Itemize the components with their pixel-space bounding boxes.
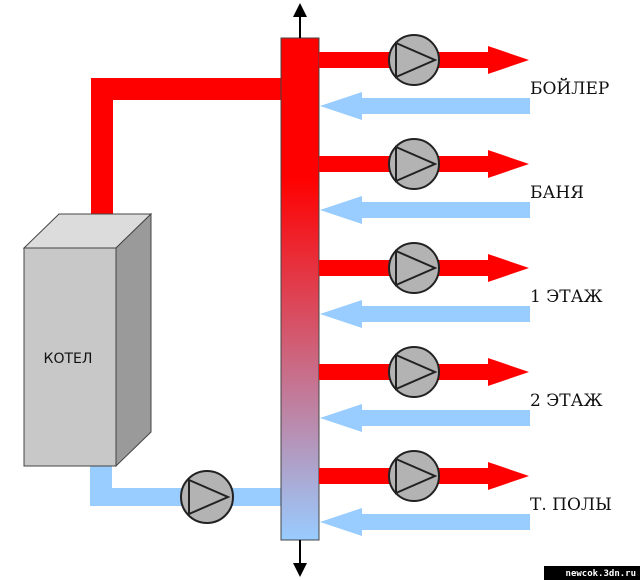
circuit-row: БАНЯ: [319, 138, 584, 224]
return-arrow: [320, 508, 530, 536]
return-arrow: [320, 404, 530, 432]
watermark-text: newcok.3dn.ru: [566, 569, 636, 579]
manifold: [280, 3, 320, 577]
circuit-row: Т. ПОЛЫ: [319, 450, 612, 536]
pump-arrow-icon: [188, 478, 231, 516]
return-arrow: [320, 300, 530, 328]
pump-arrow-icon: [395, 353, 438, 391]
supply-pipe: [91, 78, 281, 216]
boiler-label: КОТЕЛ: [44, 351, 93, 367]
circuit-label: БОЙЛЕР: [530, 78, 609, 99]
circulation-pump: [388, 34, 440, 86]
circulation-pump: [388, 450, 440, 502]
boiler: КОТЕЛ: [22, 212, 153, 468]
pump-arrow-icon: [395, 457, 438, 495]
circulation-pump: [388, 138, 440, 190]
circulation-pump: [388, 242, 440, 294]
circulation-pump: [388, 346, 440, 398]
heating-circuits: БОЙЛЕР БАНЯ 1 ЭТАЖ 2 ЭТАЖ Т. ПОЛЫ: [319, 34, 612, 536]
pump-arrow-icon: [395, 249, 438, 287]
circuit-row: 2 ЭТАЖ: [319, 346, 603, 432]
pump-arrow-icon: [395, 41, 438, 79]
circuit-label: Т. ПОЛЫ: [530, 495, 612, 515]
circuit-label: 1 ЭТАЖ: [530, 287, 603, 307]
return-arrow: [320, 196, 530, 224]
circuit-row: 1 ЭТАЖ: [319, 242, 603, 328]
vent-top-head: [293, 3, 307, 17]
circuit-row: БОЙЛЕР: [319, 34, 609, 120]
drain-bottom-head: [293, 563, 307, 577]
return-arrow: [320, 92, 530, 120]
circuit-label: БАНЯ: [530, 183, 584, 203]
watermark: newcok.3dn.ru: [544, 566, 640, 580]
circuit-label: 2 ЭТАЖ: [530, 391, 603, 411]
boiler-pump: [180, 470, 234, 524]
pump-arrow-icon: [395, 145, 438, 183]
